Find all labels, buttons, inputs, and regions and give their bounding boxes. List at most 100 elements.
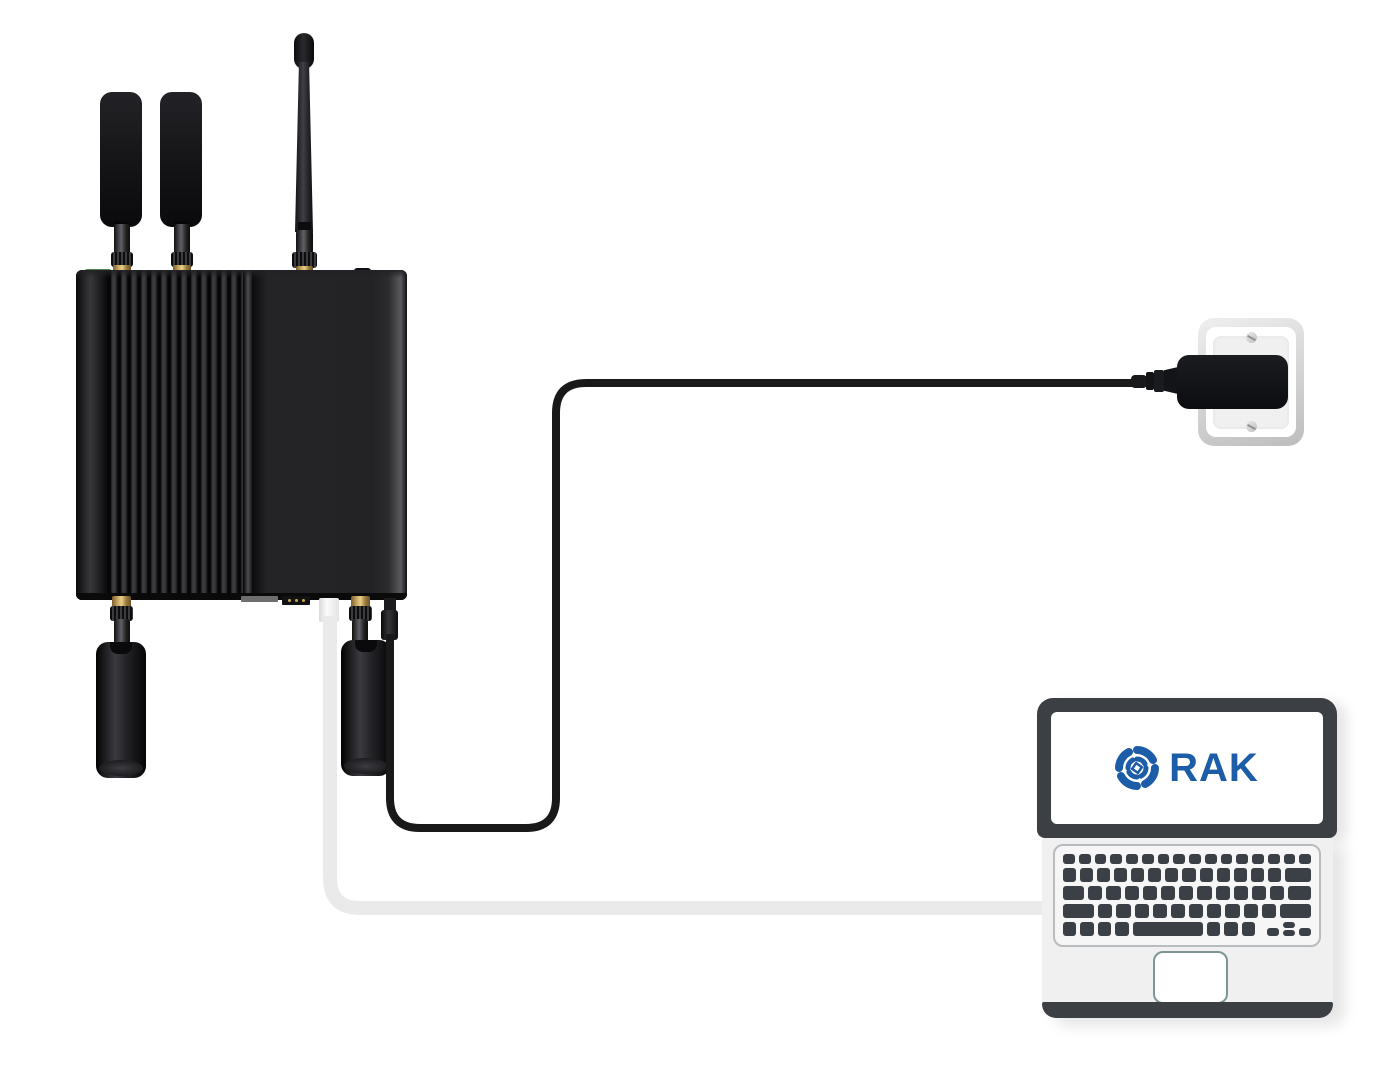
- keyboard-key: [1252, 854, 1264, 864]
- keyboard-key: [1063, 886, 1085, 900]
- keyboard-key: [1063, 904, 1095, 918]
- keyboard-key: [1097, 922, 1112, 936]
- rak-logo-icon: [1115, 746, 1160, 790]
- keyboard-key: [1207, 904, 1222, 918]
- keyboard-key: [1063, 868, 1077, 882]
- lora-antenna-2-stem: [352, 619, 368, 646]
- keyboard-key: [1131, 868, 1145, 882]
- keyboard-key: [1152, 904, 1167, 918]
- keyboard-key: [1080, 922, 1094, 936]
- chassis-bottom-edge: [76, 593, 407, 600]
- arrow-key: [1266, 928, 1279, 936]
- keyboard-key: [1115, 922, 1129, 936]
- chassis-side-panel: [76, 270, 108, 600]
- top-cover-latch: [354, 268, 371, 277]
- dc-power-plug: [381, 610, 398, 640]
- lora-antenna-2-nut: [349, 606, 372, 621]
- laptop-screen-bezel: [1037, 698, 1337, 838]
- wifi-antenna-cap: [294, 33, 314, 69]
- keyboard-key: [1134, 904, 1149, 918]
- keyboard-key: [1204, 854, 1217, 864]
- wifi-antenna-icon: [295, 62, 313, 232]
- keyboard-key: [1189, 854, 1201, 864]
- keyboard-key: [1148, 868, 1162, 882]
- keyboard-key: [1241, 922, 1256, 936]
- keyboard-key: [1170, 904, 1186, 918]
- keyboard-key: [1094, 854, 1107, 864]
- pcb-edge: [85, 269, 111, 277]
- ethernet-cable-connector: [319, 598, 339, 622]
- laptop-keyboard: [1053, 844, 1321, 947]
- laptop-screen: RAK: [1051, 712, 1323, 824]
- keyboard-key: [1216, 868, 1230, 882]
- lora-antenna-2-icon: [341, 640, 391, 776]
- keyboard-key: [1063, 854, 1075, 864]
- lora-antenna-1-nut: [110, 606, 133, 621]
- lte-antenna-1-nut: [111, 252, 133, 267]
- keyboard-key: [1124, 886, 1139, 900]
- port-pin: [287, 599, 291, 602]
- keyboard-key: [1215, 886, 1230, 900]
- keyboard-key: [1261, 904, 1276, 918]
- arrow-key-stack: [1282, 922, 1295, 936]
- keyboard-key: [1225, 904, 1240, 918]
- keyboard-key: [1267, 868, 1281, 882]
- chassis-divider: [243, 270, 252, 600]
- keyboard-key: [1126, 854, 1138, 864]
- power-plug-collar: [1164, 367, 1178, 394]
- keyboard-key: [1088, 886, 1103, 900]
- power-plug-rib: [1146, 372, 1154, 390]
- keyboard-key: [1173, 854, 1185, 864]
- keyboard-key: [1142, 886, 1158, 900]
- keyboard-key: [1161, 886, 1176, 900]
- keyboard-key: [1267, 854, 1280, 864]
- wifi-antenna-neck: [298, 222, 311, 234]
- power-cable: [386, 379, 1136, 832]
- port-pin: [301, 599, 305, 602]
- keyboard-key: [1199, 868, 1213, 882]
- arrow-key: [1282, 922, 1295, 928]
- keyboard-key: [1197, 886, 1212, 900]
- keyboard-key: [1243, 904, 1258, 918]
- keyboard-key: [1189, 904, 1204, 918]
- keyboard-key: [1080, 868, 1094, 882]
- keyboard-key: [1236, 854, 1248, 864]
- keyboard-key: [1251, 886, 1267, 900]
- arrow-key: [1282, 930, 1295, 936]
- lte-antenna-2-sma-connector: [173, 265, 191, 276]
- keyboard-key: [1284, 868, 1311, 882]
- keyboard-key: [1114, 868, 1128, 882]
- keyboard-key: [1078, 854, 1091, 864]
- gateway-chassis: [76, 270, 407, 600]
- lte-antenna-2-icon: [160, 92, 202, 227]
- screw-icon: [1246, 421, 1257, 432]
- keyboard-key: [1279, 904, 1312, 918]
- keyboard-key: [1098, 904, 1113, 918]
- keyboard-key: [1233, 868, 1247, 882]
- chassis-front-panel: [252, 270, 407, 600]
- lte-antenna-1-icon: [100, 92, 142, 227]
- chassis-top-edge: [76, 270, 407, 278]
- screw-icon: [1246, 332, 1257, 343]
- wall-plate: [1198, 318, 1304, 446]
- lte-antenna-1-stem: [114, 224, 130, 256]
- keyboard-key: [1206, 922, 1221, 936]
- keyboard-key: [1224, 922, 1238, 936]
- power-cable-strain-relief: [1131, 375, 1147, 388]
- lora-antenna-1-icon: [96, 642, 146, 778]
- keyboard-key: [1141, 854, 1154, 864]
- keyboard-key: [1299, 854, 1311, 864]
- keyboard-key: [1283, 854, 1296, 864]
- wifi-antenna-nut: [292, 252, 317, 268]
- keyboard-key: [1270, 886, 1285, 900]
- laptop-body: [1042, 838, 1333, 1018]
- arrow-key: [1298, 928, 1312, 936]
- rak-logo-text: RAK: [1169, 745, 1259, 790]
- keyboard-key: [1182, 868, 1196, 882]
- keyboard-key: [1063, 922, 1077, 936]
- laptop-trackpad: [1153, 951, 1228, 1004]
